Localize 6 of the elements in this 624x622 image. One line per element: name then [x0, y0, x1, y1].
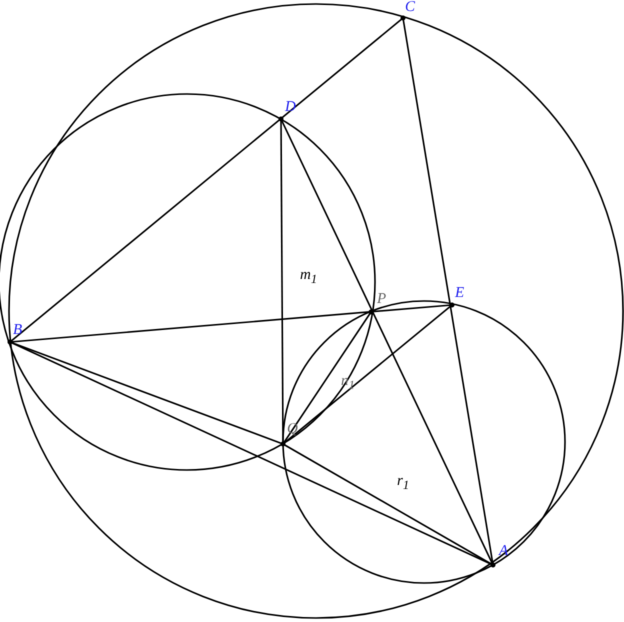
segment-label: r$_{1}$ [397, 474, 410, 493]
segment-label: m$_{1}$ [300, 268, 318, 287]
point-label: B [13, 323, 22, 338]
point-label: P [377, 292, 386, 307]
point-label: C [405, 0, 416, 15]
point-label: E [455, 286, 464, 301]
